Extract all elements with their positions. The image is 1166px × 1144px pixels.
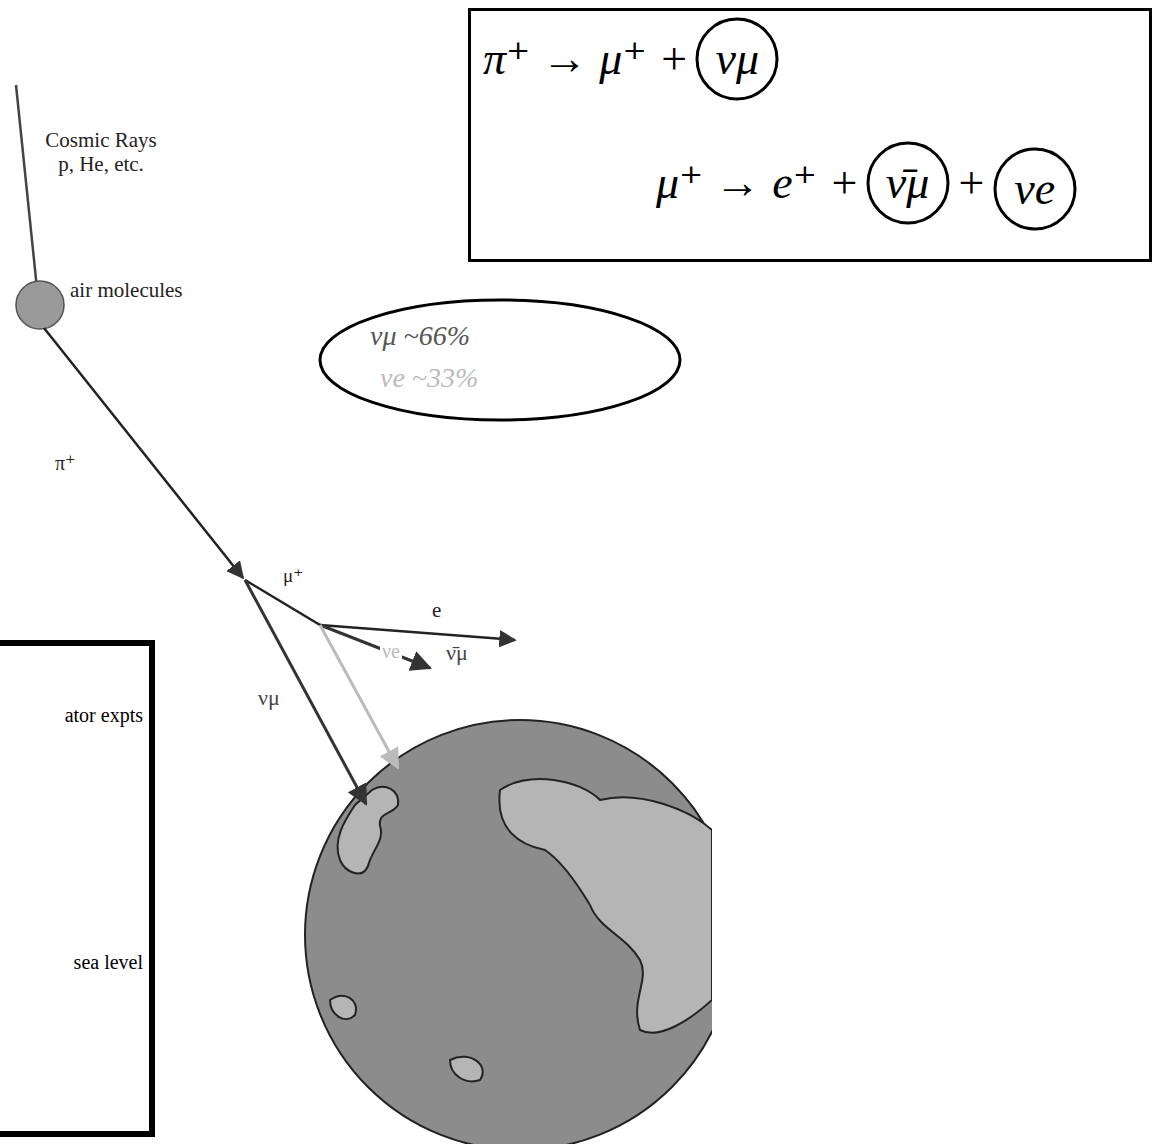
particle-symbol: μ⁺: [283, 565, 303, 587]
neutrino-symbol: ν̄μ: [886, 157, 930, 210]
muon-antineutrino-track: [320, 625, 430, 668]
plus-sign: +: [956, 157, 987, 210]
neutrino-circle: ν̄μ: [866, 141, 950, 225]
circle-stroke: [697, 19, 777, 99]
scale-note: ator expts: [65, 704, 143, 727]
continent: [499, 779, 712, 1033]
muon-neutrino-track: [245, 580, 366, 804]
particle-symbol: νμ: [258, 685, 280, 710]
neutrino-circle: νμ: [695, 17, 779, 101]
particle-symbol: π⁺: [55, 452, 76, 475]
pion-track: [44, 328, 243, 578]
flux-fraction: νe ~33%: [380, 362, 478, 394]
particle-symbol: νe: [380, 640, 402, 663]
neutrino-circle: νe: [993, 147, 1077, 231]
neutrino-symbol: νe: [1014, 163, 1055, 216]
circle-stroke: [868, 143, 948, 223]
particle-symbol: e: [432, 598, 441, 622]
decay-equation: μ⁺ → e⁺ +: [656, 157, 860, 210]
ellipse-outline: [318, 298, 682, 422]
particle-symbol: ν̄μ: [446, 640, 468, 665]
decay-equation: π⁺ → μ⁺ +: [483, 33, 689, 86]
earth-globe: [305, 720, 712, 1144]
continent: [338, 787, 399, 874]
island: [330, 996, 356, 1019]
scale-note: sea level: [74, 951, 143, 974]
equation-box: π⁺ → μ⁺ + μ⁺ → e⁺ + + νμ ν̄μ νe: [468, 8, 1152, 262]
circle-stroke: [995, 149, 1075, 229]
neutrino-symbol: νμ: [715, 33, 759, 86]
globe-outline: [305, 720, 712, 1144]
flux-fraction: νμ ~66%: [370, 320, 470, 352]
ellipse-stroke: [320, 300, 680, 420]
island: [450, 1057, 483, 1082]
source-label: Cosmic Rays p, He, etc.: [38, 128, 164, 176]
flux-ratio-ellipse: νμ ~66% νe ~33%: [318, 298, 682, 422]
air-molecule: [16, 281, 64, 329]
altitude-scale-box: ator expts sea level: [0, 640, 155, 1137]
particle-label: air molecules: [70, 278, 183, 302]
